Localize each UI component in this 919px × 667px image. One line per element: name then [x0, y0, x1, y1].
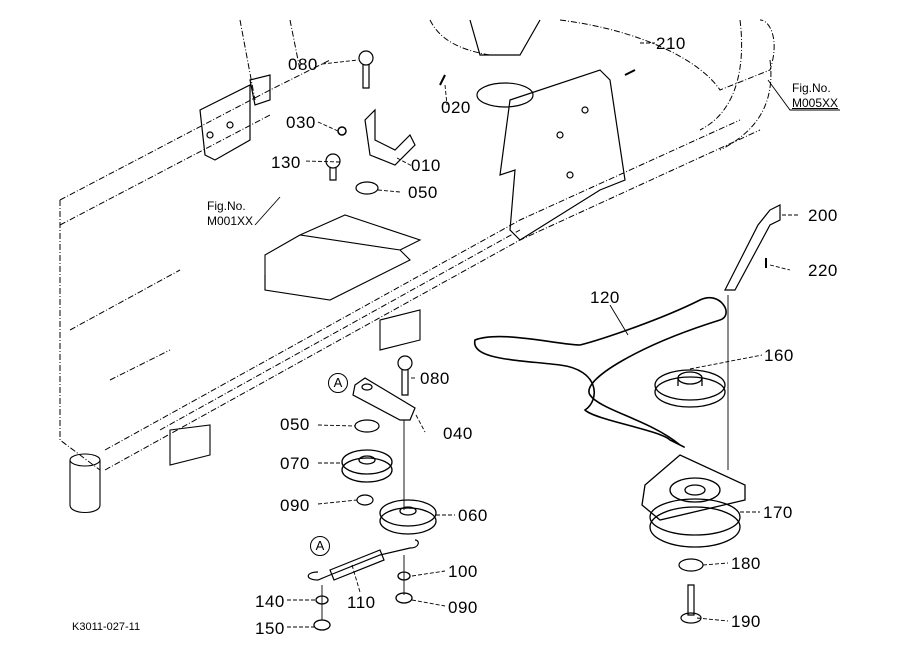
- part-label-090[interactable]: 090: [280, 496, 310, 515]
- reference-mark-a: A: [328, 373, 348, 393]
- nut-090-upper: [356, 494, 374, 506]
- bolt-020: [439, 74, 446, 86]
- bolt-130: [325, 153, 341, 181]
- bolt-080-top: [358, 50, 374, 89]
- part-label-210[interactable]: 210: [656, 34, 686, 53]
- drive-pulley-160: [654, 369, 726, 408]
- part-label-220[interactable]: 220: [808, 261, 838, 280]
- center-lines-lower: [321, 555, 405, 620]
- part-label-050[interactable]: 050: [408, 183, 438, 202]
- plate-040: [352, 377, 416, 421]
- electric-clutch-170: [641, 454, 746, 548]
- drawing-code: K3011-027-11: [72, 621, 141, 633]
- part-label-200[interactable]: 200: [808, 206, 838, 225]
- nut-030: [337, 126, 347, 136]
- spring-110: [307, 539, 419, 581]
- nut-210: [624, 69, 636, 76]
- rear-plate: [199, 74, 271, 161]
- washer-180: [678, 558, 704, 572]
- center-bracket-panel: [469, 19, 626, 241]
- part-label-050[interactable]: 050: [280, 415, 310, 434]
- figure-ref-number: M001XX: [207, 214, 254, 228]
- part-label-130[interactable]: 130: [271, 153, 301, 172]
- part-label-110[interactable]: 110: [347, 593, 376, 612]
- part-label-010[interactable]: 010: [411, 156, 441, 175]
- leader-lines: [287, 42, 800, 628]
- belt-tray: [264, 214, 422, 301]
- part-label-160[interactable]: 160: [764, 346, 794, 365]
- washer-050-top: [355, 181, 379, 195]
- washer-050-lower: [354, 419, 380, 433]
- bolt-080-lower: [397, 355, 413, 396]
- figure-reference-m005[interactable]: Fig.No. M005XX: [792, 81, 838, 111]
- left-leg: [69, 309, 421, 514]
- idler-pulley-060: [379, 499, 437, 535]
- figure-reference-m001[interactable]: Fig.No. M001XX: [207, 199, 253, 229]
- part-label-090[interactable]: 090: [448, 598, 478, 617]
- part-label-190[interactable]: 190: [731, 612, 761, 631]
- part-label-080[interactable]: 080: [288, 55, 318, 74]
- bolt-190: [680, 584, 702, 624]
- nut-150: [313, 619, 331, 631]
- idler-pulley-070: [341, 449, 393, 483]
- part-label-140[interactable]: 140: [255, 592, 285, 611]
- fig-ref-leaders: [254, 79, 840, 336]
- part-label-100[interactable]: 100: [448, 562, 478, 581]
- part-label-170[interactable]: 170: [763, 503, 793, 522]
- part-label-030[interactable]: 030: [286, 113, 316, 132]
- figure-ref-number: M005XX: [792, 96, 839, 110]
- part-label-060[interactable]: 060: [458, 506, 488, 525]
- figure-ref-caption: Fig.No.: [792, 81, 831, 95]
- part-label-070[interactable]: 070: [280, 454, 310, 473]
- part-010-bracket: [364, 108, 416, 166]
- part-label-040[interactable]: 040: [443, 424, 473, 443]
- v-belt-120: [474, 297, 727, 448]
- part-label-120[interactable]: 120: [590, 288, 620, 307]
- reference-mark-a: A: [310, 536, 330, 556]
- figure-ref-caption: Fig.No.: [207, 199, 246, 213]
- part-label-080[interactable]: 080: [420, 369, 450, 388]
- part-label-150[interactable]: 150: [255, 619, 285, 638]
- clutch-stay-200: [724, 204, 781, 291]
- chassis-frame: [59, 19, 775, 471]
- part-label-180[interactable]: 180: [731, 554, 761, 573]
- part-label-020[interactable]: 020: [441, 98, 471, 117]
